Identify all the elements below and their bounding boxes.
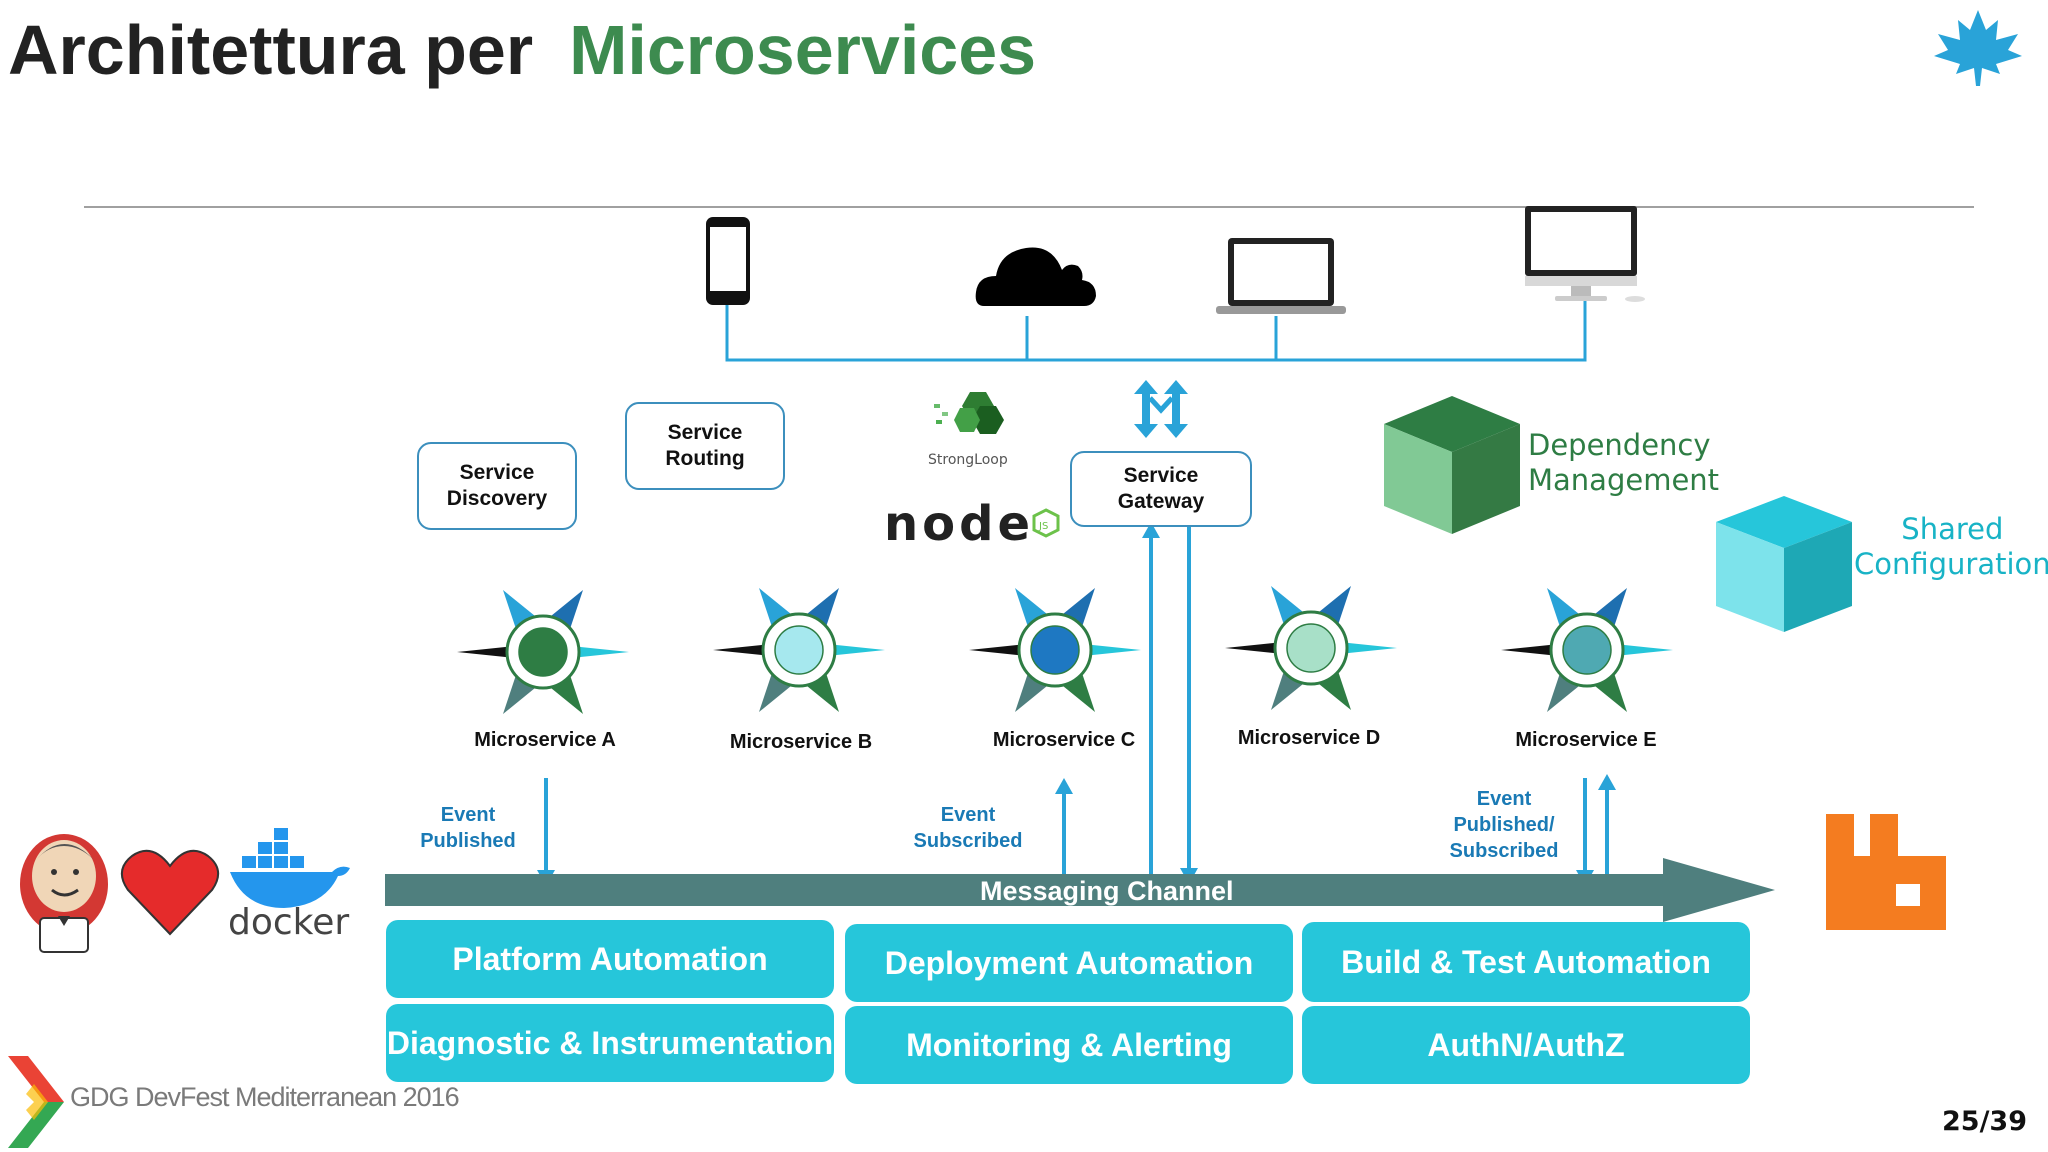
maple-leaf-icon (1934, 10, 2022, 86)
strongloop-text: StrongLoop (928, 452, 1008, 468)
nodejs-logo-icon: node JS (884, 496, 1060, 552)
microservice-b-icon (713, 588, 885, 712)
docker-logo-icon: docker (228, 828, 350, 938)
rabbitmq-logo-icon (1826, 814, 1946, 930)
messaging-channel-label: Messaging Channel (980, 876, 1234, 906)
desktop-icon (1525, 206, 1645, 302)
svg-text:JS: JS (1038, 521, 1048, 532)
service-gateway-box: Service Gateway (1070, 451, 1252, 527)
microservice-e-icon (1501, 588, 1673, 712)
gateway-bidirectional-icon (1134, 380, 1188, 438)
cloud-icon (975, 247, 1096, 306)
build-test-automation-block: Build & Test Automation (1302, 922, 1750, 1002)
event-published-label: Event Published (420, 804, 516, 852)
gdg-footer-text: GDG DevFest Mediterranean 2016 (70, 1082, 460, 1112)
service-routing-box: Service Routing (625, 402, 785, 490)
platform-automation-block: Platform Automation (386, 920, 834, 998)
node-text: node (884, 496, 1034, 552)
microservice-d-icon (1225, 586, 1397, 710)
microservice-c-label: Microservice C (992, 729, 1136, 751)
monitoring-alerting-block: Monitoring & Alerting (845, 1006, 1293, 1084)
dependency-cube-icon (1384, 396, 1520, 534)
shared-configuration-label: Shared Configuration (1854, 512, 2048, 581)
microservice-d-label: Microservice D (1237, 727, 1381, 749)
gdg-chevron-icon (8, 1056, 64, 1148)
title-part1: Architettura per (8, 11, 534, 89)
service-discovery-box: Service Discovery (417, 442, 577, 530)
microservice-b-label: Microservice B (729, 731, 873, 753)
authn-authz-block: AuthN/AuthZ (1302, 1006, 1750, 1084)
heart-icon (121, 849, 219, 936)
strongloop-logo-icon: StrongLoop (928, 392, 1008, 468)
deployment-automation-block: Deployment Automation (845, 924, 1293, 1002)
phone-icon (706, 217, 750, 305)
page-number: 25/39 (1942, 1106, 2028, 1137)
header-divider (84, 206, 1974, 208)
event-subscribed-label: Event Subscribed (913, 804, 1023, 852)
jenkins-logo-icon (20, 834, 108, 953)
page-title: Architettura per Microservices (8, 0, 1036, 100)
diagnostic-instrumentation-block: Diagnostic & Instrumentation (386, 1004, 834, 1082)
shared-config-cube-icon (1716, 496, 1852, 632)
title-part2: Microservices (569, 11, 1037, 89)
messaging-channel-arrow (385, 858, 1775, 922)
microservice-a-icon (457, 590, 629, 714)
microservice-e-label: Microservice E (1515, 729, 1657, 751)
dependency-management-label: Dependency Management (1528, 428, 1720, 497)
event-pubsub-label: Event Published/ Subscribed (1449, 788, 1559, 862)
microservice-a-label: Microservice A (474, 729, 616, 751)
docker-text: docker (228, 902, 349, 938)
microservice-c-icon (969, 588, 1141, 712)
laptop-icon (1216, 238, 1346, 314)
